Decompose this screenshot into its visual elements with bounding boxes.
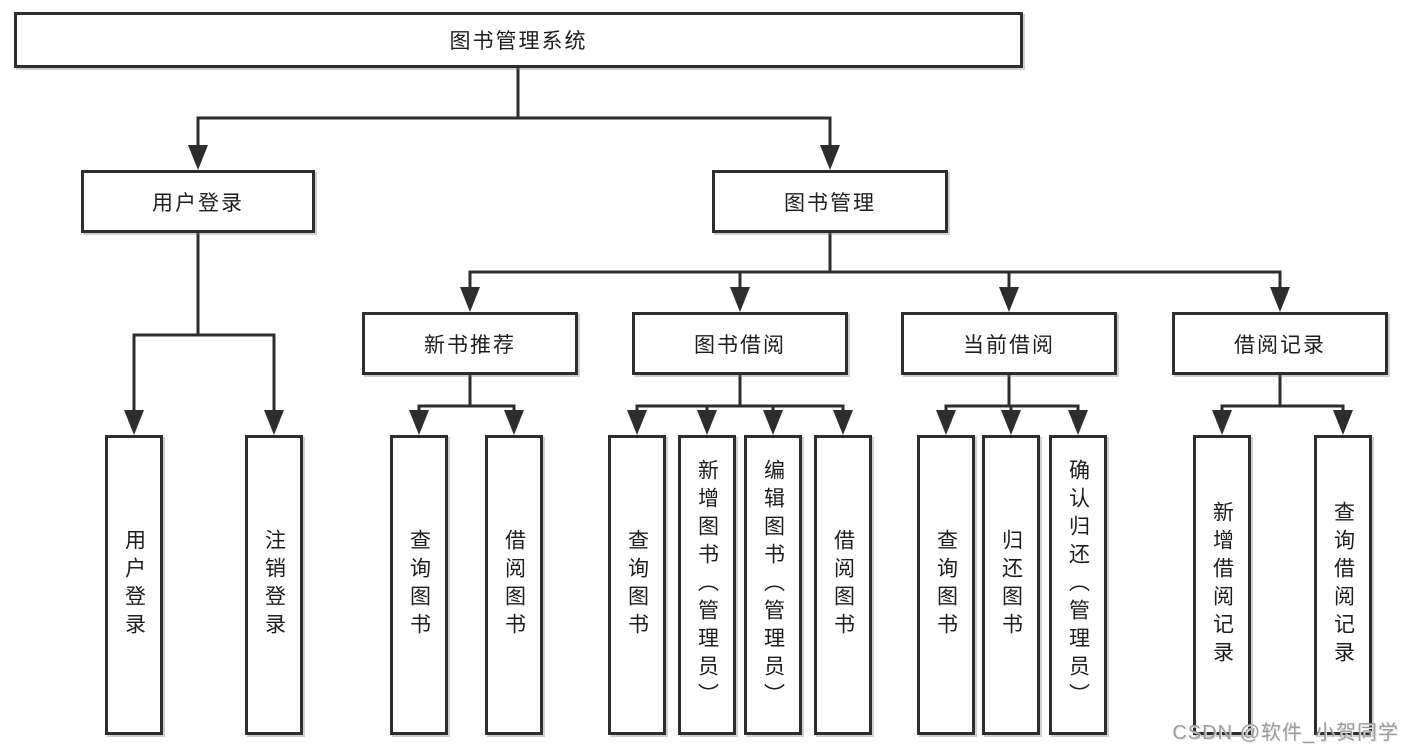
node-label: 编辑图书（管理员） (761, 459, 785, 711)
node-label: 查询图书 (407, 529, 431, 641)
connector-new-books-to-leaves (409, 373, 524, 435)
node-label: 用户登录 (152, 191, 244, 215)
node-label: 新书推荐 (424, 333, 516, 357)
leaf-newbooks-borrow-books: 借阅图书 (485, 435, 543, 735)
node-book-borrowing: 图书借阅 (632, 312, 848, 375)
connector-borrow-to-leaves (627, 373, 853, 435)
leaf-borrow-add-books-admin: 新增图书（管理员） (678, 435, 736, 735)
node-book-management: 图书管理 (712, 170, 948, 233)
connector-user-login-to-leaves (124, 231, 284, 435)
node-label: 当前借阅 (963, 333, 1055, 357)
csdn-watermark: CSDN @软件_小贺同学 (1172, 722, 1399, 744)
node-label: 确认归还（管理员） (1066, 459, 1090, 711)
node-label: 图书借阅 (694, 333, 786, 357)
node-label: 借阅图书 (502, 529, 526, 641)
leaf-current-query-books: 查询图书 (917, 435, 975, 735)
node-borrowing-records: 借阅记录 (1172, 312, 1388, 375)
leaf-current-confirm-return-admin: 确认归还（管理员） (1049, 435, 1107, 735)
node-label: 借阅图书 (831, 529, 855, 641)
node-label: 归还图书 (999, 529, 1023, 641)
node-user-login: 用户登录 (81, 170, 315, 233)
leaf-borrow-edit-books-admin: 编辑图书（管理员） (744, 435, 802, 735)
leaf-records-query-borrow-record: 查询借阅记录 (1314, 435, 1372, 735)
node-new-book-recommendation: 新书推荐 (362, 312, 578, 375)
leaf-records-add-borrow-record: 新增借阅记录 (1193, 435, 1251, 735)
leaf-newbooks-query-books: 查询图书 (390, 435, 448, 735)
node-label: 查询图书 (625, 529, 649, 641)
node-current-borrowing: 当前借阅 (901, 312, 1117, 375)
leaf-borrow-query-books: 查询图书 (608, 435, 666, 735)
node-label: 新增图书（管理员） (695, 459, 719, 711)
connector-current-to-leaves (936, 373, 1088, 435)
node-library-management-system: 图书管理系统 (14, 12, 1023, 68)
leaf-current-return-books: 归还图书 (982, 435, 1040, 735)
node-label: 查询借阅记录 (1331, 501, 1355, 669)
node-label: 图书管理系统 (449, 30, 588, 53)
leaf-logout: 注销登录 (245, 435, 303, 735)
node-label: 新增借阅记录 (1210, 501, 1234, 669)
node-label: 图书管理 (784, 191, 876, 215)
connector-records-to-leaves (1212, 373, 1353, 435)
connector-root-to-level2 (188, 66, 840, 170)
node-label: 查询图书 (934, 529, 958, 641)
connector-book-mgmt-to-level3 (460, 231, 1290, 312)
node-label: 注销登录 (262, 529, 286, 641)
node-label: 用户登录 (122, 529, 146, 641)
node-label: 借阅记录 (1234, 333, 1326, 357)
leaf-user-login: 用户登录 (105, 435, 163, 735)
leaf-borrow-borrow-books: 借阅图书 (814, 435, 872, 735)
